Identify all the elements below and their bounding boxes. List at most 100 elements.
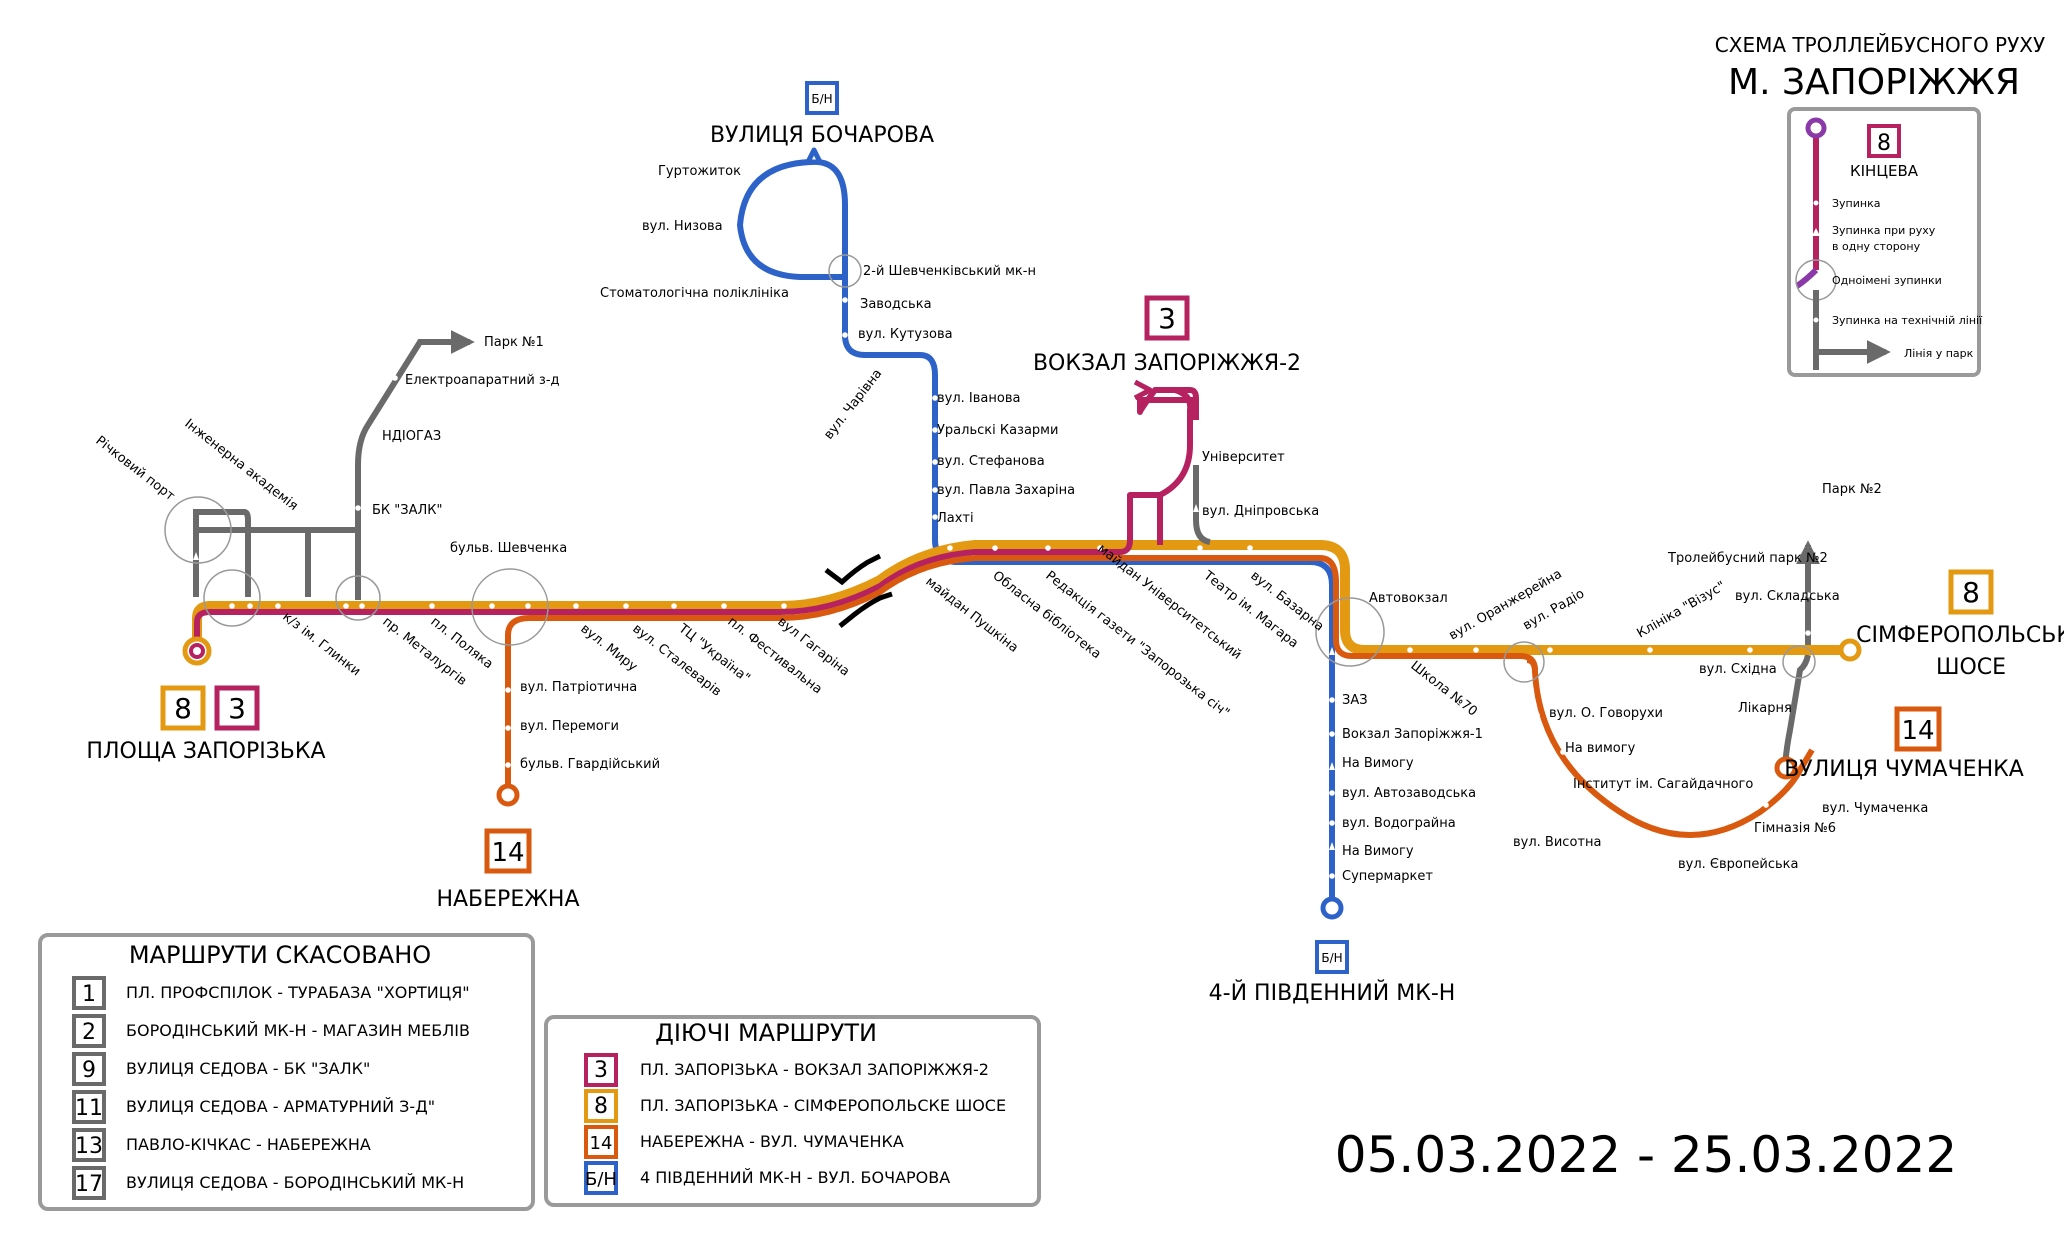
stop-label: Інженерна академія bbox=[182, 416, 301, 514]
terminal-pivdennyi: Б/Н 4-Й ПІВДЕННИЙ МК-Н bbox=[1209, 940, 1456, 1006]
cancelled-route-item: 11 ВУЛИЦЯ СЕДОВА - АРМАТУРНИЙ З-Д" bbox=[72, 1090, 435, 1124]
route-description: 4 ПІВДЕННИЙ МК-Н - ВУЛ. БОЧАРОВА bbox=[640, 1168, 950, 1187]
badge-3-vokzal: 3 bbox=[1158, 302, 1176, 335]
stop-dots bbox=[229, 297, 1811, 879]
stop-label: бульв. Гвардійський bbox=[520, 757, 660, 772]
stop-label: вул. О. Говорухи bbox=[1549, 706, 1663, 721]
route-number: 3 bbox=[594, 1058, 608, 1083]
route-description: ПЛ. ЗАПОРІЗЬКА - ВОКЗАЛ ЗАПОРІЖЖЯ-2 bbox=[640, 1060, 989, 1079]
route-number: 13 bbox=[75, 1134, 103, 1159]
stop-label: Школа №70 bbox=[1408, 658, 1480, 719]
terminal-vokzal2: 3 ВОКЗАЛ ЗАПОРІЖЖЯ-2 bbox=[1033, 295, 1301, 376]
stop-label: На Вимогу bbox=[1342, 844, 1414, 859]
stop-label: вул. Стефанова bbox=[937, 454, 1045, 469]
stop-label: Інститут ім. Сагайдачного bbox=[1573, 777, 1753, 792]
stop-label: Стоматологічна поліклініка bbox=[600, 286, 789, 301]
stop-label: Парк №1 bbox=[484, 335, 544, 350]
stop-label: 2-й Шевченківський мк-н bbox=[863, 264, 1036, 279]
stop-labels: Парк №1 Електроапаратний з-д НДІОГАЗ БК … bbox=[93, 164, 1929, 884]
stop-label: На вимогу bbox=[1565, 741, 1636, 756]
stop-label: вул. Іванова bbox=[937, 391, 1020, 406]
stop-label: Університет bbox=[1202, 450, 1285, 465]
stop-label: вул. Низова bbox=[642, 219, 723, 234]
stop-label: вул. Складська bbox=[1735, 589, 1840, 604]
active-title: ДІЮЧІ МАРШРУТИ bbox=[655, 1019, 877, 1047]
transfer-circles bbox=[164, 254, 1816, 683]
one-way-markers bbox=[193, 504, 1335, 850]
stop-label: пр. Металургів bbox=[380, 614, 470, 689]
cancelled-route-item: 13 ПАВЛО-КІЧКАС - НАБЕРЕЖНА bbox=[72, 1128, 371, 1162]
route-number: 2 bbox=[82, 1020, 96, 1045]
badge-14: 14 bbox=[491, 838, 524, 868]
stop-label: Річковий порт bbox=[93, 433, 178, 504]
stop-label: вул. Автозаводська bbox=[1342, 786, 1476, 801]
badge-8: 8 bbox=[174, 692, 192, 725]
stop-label: бульв. Шевченка bbox=[450, 541, 567, 556]
stop-label: Вокзал Запоріжжя-1 bbox=[1342, 727, 1483, 742]
active-route-item: Б/Н 4 ПІВДЕННИЙ МК-Н - ВУЛ. БОЧАРОВА bbox=[584, 1161, 950, 1195]
legend-same-name: Одноімені зупинки bbox=[1832, 274, 1942, 287]
stop-label: Заводська bbox=[860, 297, 932, 312]
terminal-simferopolske: 8 СІМФЕРОПОЛЬСЬКЕ ШОСЕ bbox=[1856, 569, 2064, 680]
main-trunk bbox=[192, 540, 1850, 795]
stop-label: Супермаркет bbox=[1342, 869, 1433, 884]
title-line1: СХЕМА ТРОЛЛЕЙБУСНОГО РУХУ bbox=[1715, 33, 2045, 57]
title-line2: М. ЗАПОРІЖЖЯ bbox=[1728, 62, 2020, 103]
route-description: НАБЕРЕЖНА - ВУЛ. ЧУМАЧЕНКА bbox=[640, 1132, 904, 1151]
terminal-naberezhna: 14 НАБЕРЕЖНА bbox=[436, 828, 580, 912]
stop-label: вул. Перемоги bbox=[520, 719, 619, 734]
legend-one-way-1: Зупинка при руху bbox=[1832, 224, 1936, 237]
date-range: 05.03.2022 - 25.03.2022 bbox=[1335, 1126, 1957, 1184]
route-number: Б/Н bbox=[585, 1169, 617, 1190]
route-description: ВУЛИЦЯ СЕДОВА - БОРОДІНСЬКИЙ МК-Н bbox=[126, 1173, 464, 1192]
stop-label: НДІОГАЗ bbox=[382, 429, 441, 444]
route-description: ПАВЛО-КІЧКАС - НАБЕРЕЖНА bbox=[126, 1135, 371, 1154]
stop-label: вул. Патріотична bbox=[520, 680, 637, 695]
route-description: ПЛ. ПРОФСПІЛОК - ТУРАБАЗА "ХОРТИЦЯ" bbox=[126, 983, 470, 1002]
cancelled-title: МАРШРУТИ СКАСОВАНО bbox=[129, 941, 431, 969]
badge-3: 3 bbox=[228, 692, 246, 725]
legend-to-depot: Лінія у парк bbox=[1904, 347, 1974, 360]
bridge-icon bbox=[824, 553, 893, 628]
stop-label: вул. Павла Захаріна bbox=[937, 483, 1075, 498]
terminal-name: ВУЛИЦЯ БОЧАРОВА bbox=[710, 123, 934, 148]
terminal-ploshcha: 8 3 ПЛОЩА ЗАПОРІЗЬКА bbox=[86, 685, 326, 764]
stop-label: На Вимогу bbox=[1342, 756, 1414, 771]
stop-label: Гімназія №6 bbox=[1754, 821, 1836, 836]
stop-label: БК "ЗАЛК" bbox=[372, 503, 442, 518]
stop-label: пл. Фестивальна bbox=[725, 614, 825, 697]
route-number: 11 bbox=[75, 1096, 103, 1121]
terminal-bocharova: Б/Н ВУЛИЦЯ БОЧАРОВА bbox=[710, 81, 934, 148]
route-bn-line bbox=[737, 147, 1335, 905]
cancelled-route-item: 9 ВУЛИЦЯ СЕДОВА - БК "ЗАЛК" bbox=[72, 1052, 370, 1086]
terminal-name: 4-Й ПІВДЕННИЙ МК-Н bbox=[1209, 980, 1456, 1006]
badge-14-chum: 14 bbox=[1901, 716, 1934, 746]
legend-key: 8 КІНЦЕВА Зупинка Зупинка при руху в одн… bbox=[1787, 107, 1983, 377]
terminal-name: ВУЛИЦЯ ЧУМАЧЕНКА bbox=[1784, 757, 2024, 782]
stop-label: Парк №2 bbox=[1822, 482, 1882, 497]
stop-label: вул. Чарівна bbox=[821, 366, 885, 442]
active-routes-panel: ДІЮЧІ МАРШРУТИ 3 ПЛ. ЗАПОРІЗЬКА - ВОКЗАЛ … bbox=[544, 1015, 1041, 1207]
route-description: ВУЛИЦЯ СЕДОВА - АРМАТУРНИЙ З-Д" bbox=[126, 1097, 435, 1116]
stop-label: вул. Європейська bbox=[1678, 857, 1798, 872]
legend-technical: Зупинка на технічній лінії bbox=[1832, 314, 1983, 327]
legend-terminal: КІНЦЕВА bbox=[1850, 162, 1919, 180]
stop-label: Уральскі Казарми bbox=[937, 423, 1058, 438]
stop-label: вул. Кутузова bbox=[858, 327, 953, 342]
badge-bn-top: Б/Н bbox=[811, 92, 832, 106]
stop-label: Лікарня bbox=[1738, 701, 1792, 716]
route-description: ПЛ. ЗАПОРІЗЬКА - СІМФЕРОПОЛЬСКЕ ШОСЕ bbox=[640, 1096, 1006, 1115]
route-number: 9 bbox=[82, 1058, 96, 1083]
stop-label: Лахті bbox=[937, 511, 974, 526]
stop-label: Тролейбусний парк №2 bbox=[1667, 551, 1828, 566]
stop-label: вул. Східна bbox=[1699, 662, 1777, 677]
route-description: ВУЛИЦЯ СЕДОВА - БК "ЗАЛК" bbox=[126, 1059, 370, 1078]
stop-label: вул. Водограйна bbox=[1342, 816, 1456, 831]
stop-label: ЗАЗ bbox=[1342, 693, 1368, 708]
